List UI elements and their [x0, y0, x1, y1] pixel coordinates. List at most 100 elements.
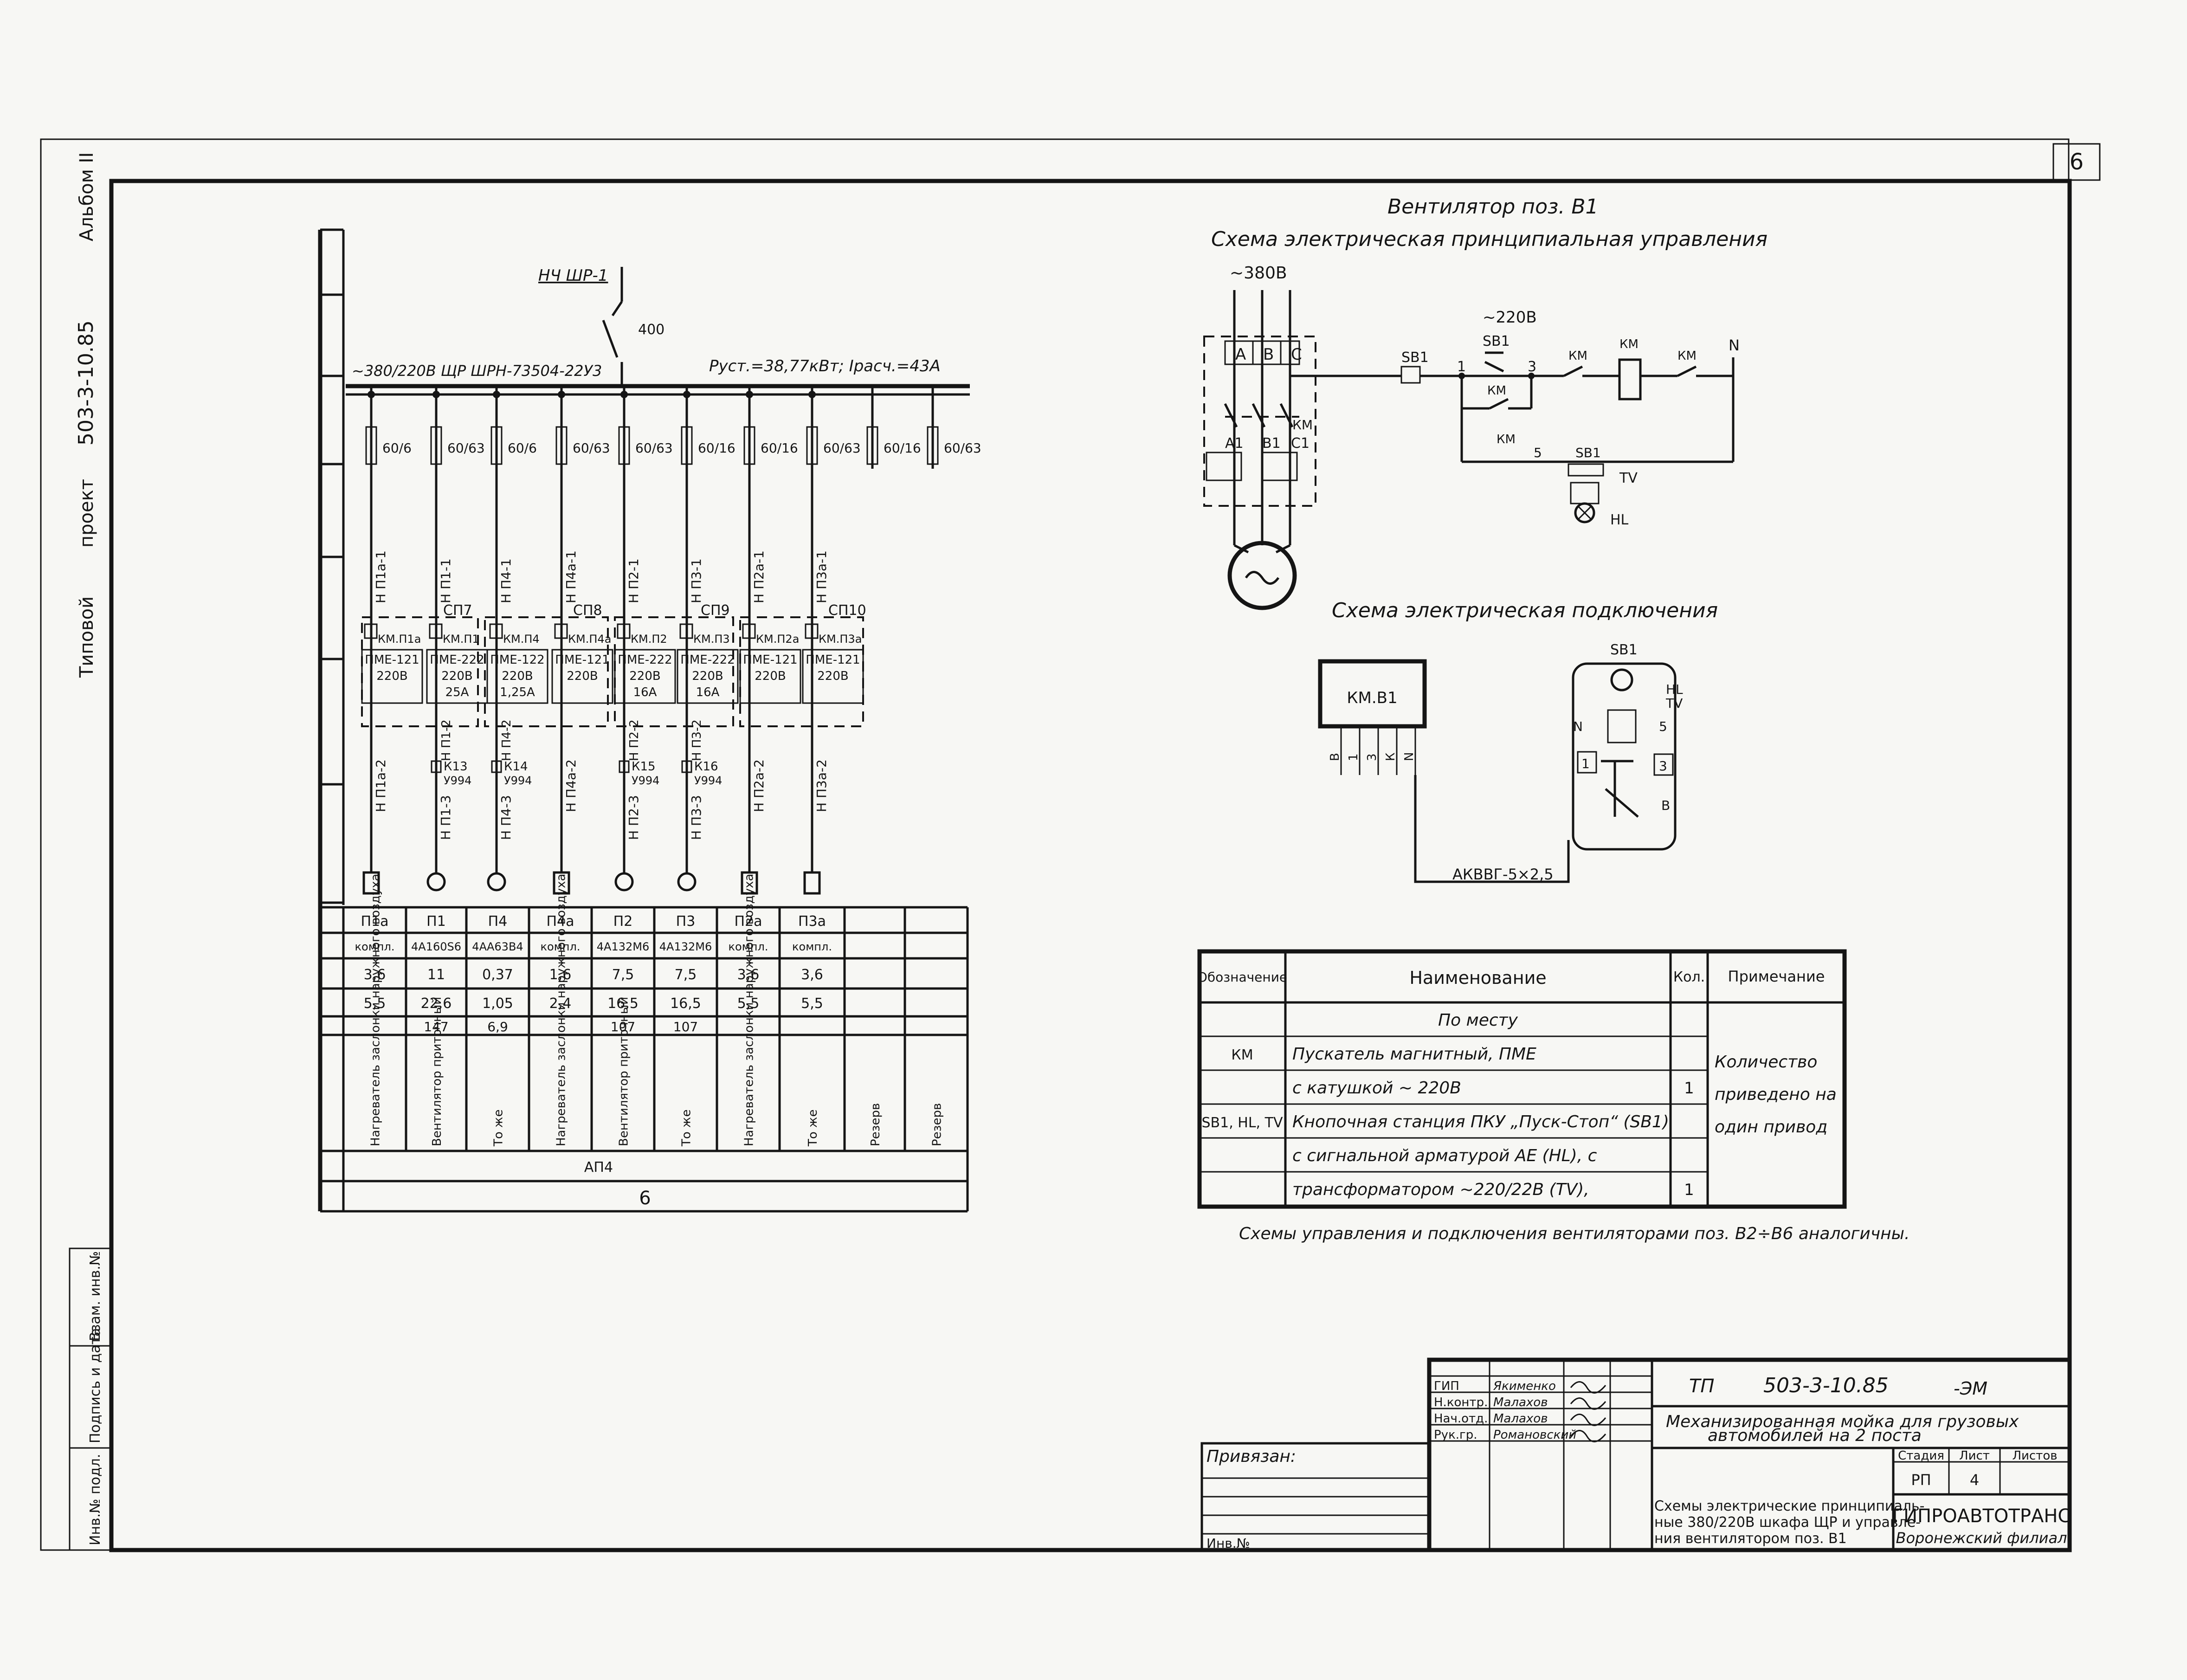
- cable-top-label: Н П4а-1: [563, 550, 579, 603]
- starter-group-outline: [361, 616, 479, 727]
- spec-code: SВ1, HL, ТV: [1202, 1115, 1283, 1131]
- spec-name: с сигнальной арматурой АЕ (HL), с: [1292, 1146, 1597, 1165]
- terminal-box: [619, 760, 630, 773]
- box-terminal-group: К: [1384, 753, 1398, 761]
- feeder-label: НЧ ШР-1: [538, 266, 608, 285]
- cell-extra: 107: [611, 1019, 635, 1034]
- cell-power: 1,6: [549, 967, 572, 983]
- cell-pos: П4а: [546, 913, 574, 930]
- cell-name: Вентилятор приточный: [430, 997, 444, 1146]
- fuse: [927, 426, 939, 465]
- fuse: [743, 426, 755, 465]
- coil-b1: В1: [1262, 435, 1281, 452]
- cell-name-group: Нагреватель заслонки наружного воздуха: [742, 874, 756, 1146]
- cable-bottom-label-group: Н П1-3: [438, 795, 453, 840]
- starter-spec: 220В: [629, 669, 660, 683]
- spec-name: По месту: [1438, 1011, 1518, 1030]
- box-terminal: 3: [1365, 753, 1379, 761]
- starter-spec: ПМЕ-121: [365, 653, 419, 667]
- starter-box: [677, 649, 739, 704]
- contactor-label: КМ.П1а: [378, 633, 421, 646]
- cell-power: 7,5: [612, 967, 634, 983]
- cell-name-group: То же: [806, 1110, 820, 1147]
- cell-name: Нагреватель заслонки наружного воздуха: [555, 874, 568, 1146]
- org-name: ГИПРОАВТОТРАНС: [1892, 1506, 2071, 1527]
- cable-bottom-label: Н П4-3: [498, 795, 514, 840]
- feeder-switch: 400: [638, 322, 664, 338]
- starter-group-sp9: СП9: [701, 602, 730, 619]
- cable-bottom-label-group: Н П2а-2: [751, 759, 767, 812]
- cable-top-label: Н П1-1: [438, 558, 453, 603]
- starter-group-sp10: СП10: [828, 602, 866, 619]
- cell-current: 16,5: [607, 995, 639, 1012]
- starter-spec: 220В: [817, 669, 848, 683]
- cable-top-label: Н П3-1: [689, 558, 704, 603]
- bus-tap: [432, 391, 440, 398]
- spec-qty: 1: [1684, 1181, 1694, 1199]
- cable-top-label-group: Н П2-1: [626, 558, 641, 603]
- fuse-rating: 60/63: [823, 440, 861, 456]
- bus-tap: [368, 391, 375, 398]
- terminal-box: [681, 760, 692, 773]
- tb-name: Романовский: [1493, 1428, 1576, 1442]
- motor-symbol: [614, 872, 634, 892]
- supply-3ph: ~380В: [1230, 264, 1287, 283]
- tb-name: Якименко: [1493, 1379, 1556, 1393]
- tv-label: ТV: [1619, 470, 1638, 486]
- cable-bottom-label-group: Н П3-3: [689, 795, 704, 840]
- cell-name: То же: [806, 1110, 820, 1147]
- box-terminal-group: В: [1328, 753, 1342, 761]
- sheets-label: Листов: [2012, 1449, 2057, 1463]
- starter-spec: ПМЕ-222: [618, 653, 672, 667]
- fuse-rating: 60/63: [447, 440, 485, 456]
- starter-box: [802, 649, 864, 704]
- starter-spec: 220В: [441, 669, 472, 683]
- km-contact-2: КМ: [1677, 349, 1697, 363]
- cell-extra: 107: [673, 1019, 698, 1034]
- connection-title: Схема электрическая подключения: [1332, 599, 1718, 622]
- spec-code: КМ: [1231, 1047, 1253, 1063]
- fuse-rating: 60/6: [508, 440, 537, 456]
- coil-a1: А1: [1225, 435, 1244, 452]
- tb-signature: [1570, 1414, 1606, 1426]
- cable-bottom-label-group: Н П4-3: [498, 795, 514, 840]
- row14-value: АП4: [584, 1159, 613, 1176]
- bus-tap: [746, 391, 753, 398]
- cell-name: То же: [492, 1110, 506, 1147]
- org-branch: Воронежский филиал: [1896, 1529, 2067, 1547]
- cable-bottom-label: Н П2а-2: [751, 759, 767, 812]
- cell-power: 7,5: [675, 967, 697, 983]
- cell-motor: компл.: [541, 940, 581, 953]
- starter-spec: ПМЕ-122: [490, 653, 544, 667]
- cable-bottom-label: Н П3а-2: [814, 759, 829, 812]
- left-stamp-cells: Инв.№ подл. Подпись и дата Взам. инв.№: [69, 1247, 112, 1551]
- contactor-symbol: [489, 623, 503, 639]
- phase-c: С: [1291, 345, 1302, 364]
- node-5: 5: [1534, 445, 1542, 460]
- spec-qty: 1: [1684, 1079, 1694, 1098]
- starter-box: [551, 649, 613, 704]
- cable-top-label-group: Н П1-1: [438, 558, 453, 603]
- bus-tap: [808, 391, 816, 398]
- heater-symbol: [553, 871, 570, 895]
- cable-top-label: Н П3а-1: [814, 550, 829, 603]
- box-terminal: К: [1384, 753, 1398, 761]
- station-5: 5: [1659, 719, 1667, 734]
- cable-top-label: Н П4-1: [498, 558, 514, 603]
- side-stamp-project: проект: [76, 479, 97, 548]
- panel-schematic: НЧ ШР-1 400 ~380/220В ЩР ШРН-73504-22У3 …: [318, 228, 981, 1213]
- cell-name-group: Нагреватель заслонки наружного воздуха: [369, 874, 383, 1146]
- binding-label: Привязан:: [1206, 1447, 1296, 1466]
- cell-pos: П4: [488, 913, 508, 930]
- km-coil-label: КМ: [1619, 337, 1639, 351]
- terminal-label: К13: [444, 760, 468, 774]
- cell-name: Резерв: [930, 1103, 944, 1146]
- starter-spec: 25А: [445, 685, 469, 699]
- sheet-title-2: ные 380/220В шкафа ЩР и управле-: [1654, 1514, 1921, 1531]
- contactor-label: КМ.П4а: [568, 633, 611, 646]
- spec-header-qty: Кол.: [1673, 969, 1705, 985]
- starter-box: [486, 649, 548, 704]
